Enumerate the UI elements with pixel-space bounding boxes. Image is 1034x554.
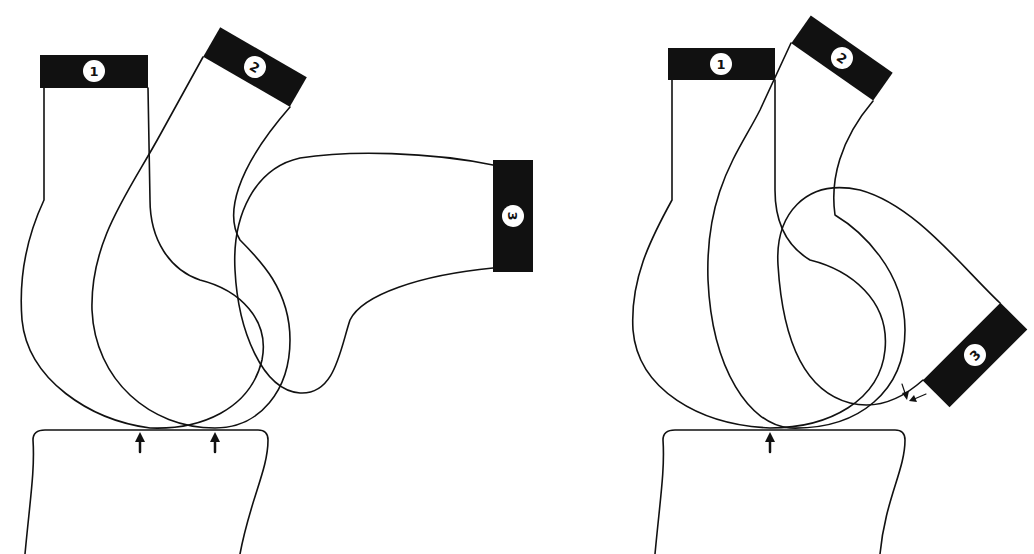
position-marker: 1 <box>668 48 775 80</box>
position-marker: 3 <box>493 160 533 272</box>
position-marker: 2 <box>203 27 307 106</box>
callout-number: 1 <box>83 60 105 82</box>
femur-outline <box>235 153 493 393</box>
arrow-head <box>765 432 775 442</box>
position-marker: 2 <box>791 15 892 100</box>
femur-outline <box>92 57 290 428</box>
callout-number: 3 <box>502 205 524 227</box>
tibia-outline <box>655 430 905 554</box>
femur-outline <box>633 80 886 428</box>
callout-number: 2 <box>827 43 858 74</box>
position-marker: 1 <box>40 55 148 88</box>
femur-outline <box>21 88 263 428</box>
callout-number: 1 <box>710 53 732 75</box>
callout-number: 2 <box>240 52 270 82</box>
callout-number: 3 <box>959 339 990 370</box>
tibia-outline <box>25 430 268 554</box>
position-marker: 3 <box>923 303 1028 408</box>
arrow-head <box>909 395 917 402</box>
arrow-head <box>210 432 220 442</box>
arrow-head <box>902 391 909 400</box>
arrow-head <box>135 432 145 442</box>
